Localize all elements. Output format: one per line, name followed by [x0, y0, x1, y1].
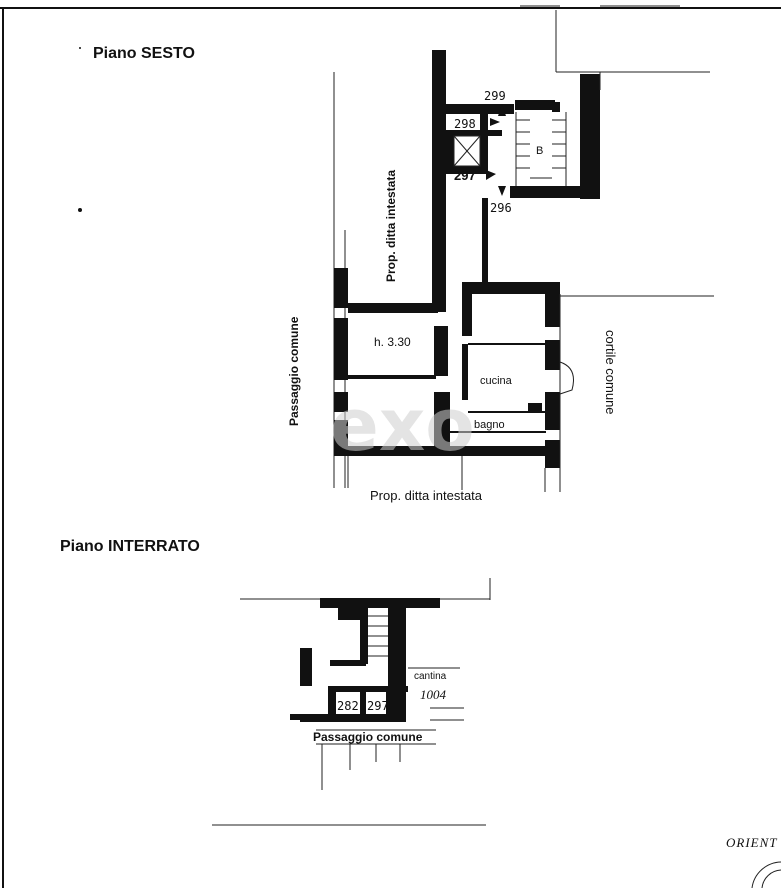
page-border [0, 5, 781, 888]
cantina-number: 1004 [420, 687, 447, 702]
prop-ditta-vertical-label: Prop. ditta intestata [384, 170, 398, 282]
watermark: exo [330, 383, 475, 467]
parcel-299: 299 [484, 89, 506, 103]
height-label: h. 3.30 [374, 335, 411, 349]
cortile-comune-label: cortile comune [603, 330, 618, 415]
passaggio-comune-vertical-label: Passaggio comune [287, 316, 301, 426]
parcel-297: 297 [454, 168, 476, 183]
parcel-296: 296 [490, 201, 512, 215]
staircase [515, 112, 567, 186]
prop-ditta-bottom-label: Prop. ditta intestata [370, 488, 483, 503]
stray-dot [79, 47, 81, 49]
parcel-298: 298 [454, 117, 476, 131]
interrato-walls [212, 578, 491, 826]
parcel-arrows [486, 104, 506, 196]
elevator-symbol [453, 135, 481, 167]
cantina-label: cantina [414, 671, 447, 682]
bagno-label: bagno [474, 419, 505, 431]
orientamento-label: ORIENT [726, 835, 778, 850]
sesto-walls [333, 10, 714, 492]
compass-icon [751, 861, 781, 888]
stray-dot [78, 208, 82, 212]
stair-label: B [536, 145, 543, 157]
piano-sesto-title: Piano SESTO [93, 45, 195, 62]
cucina-label: cucina [480, 375, 513, 387]
interrato-staircase [368, 615, 388, 657]
parcel-297-interrato: 297 [367, 699, 389, 713]
passaggio-comune-bottom-label: Passaggio comune [313, 730, 423, 744]
piano-interrato-title: Piano INTERRATO [60, 538, 200, 555]
parcel-282: 282 [337, 699, 359, 713]
